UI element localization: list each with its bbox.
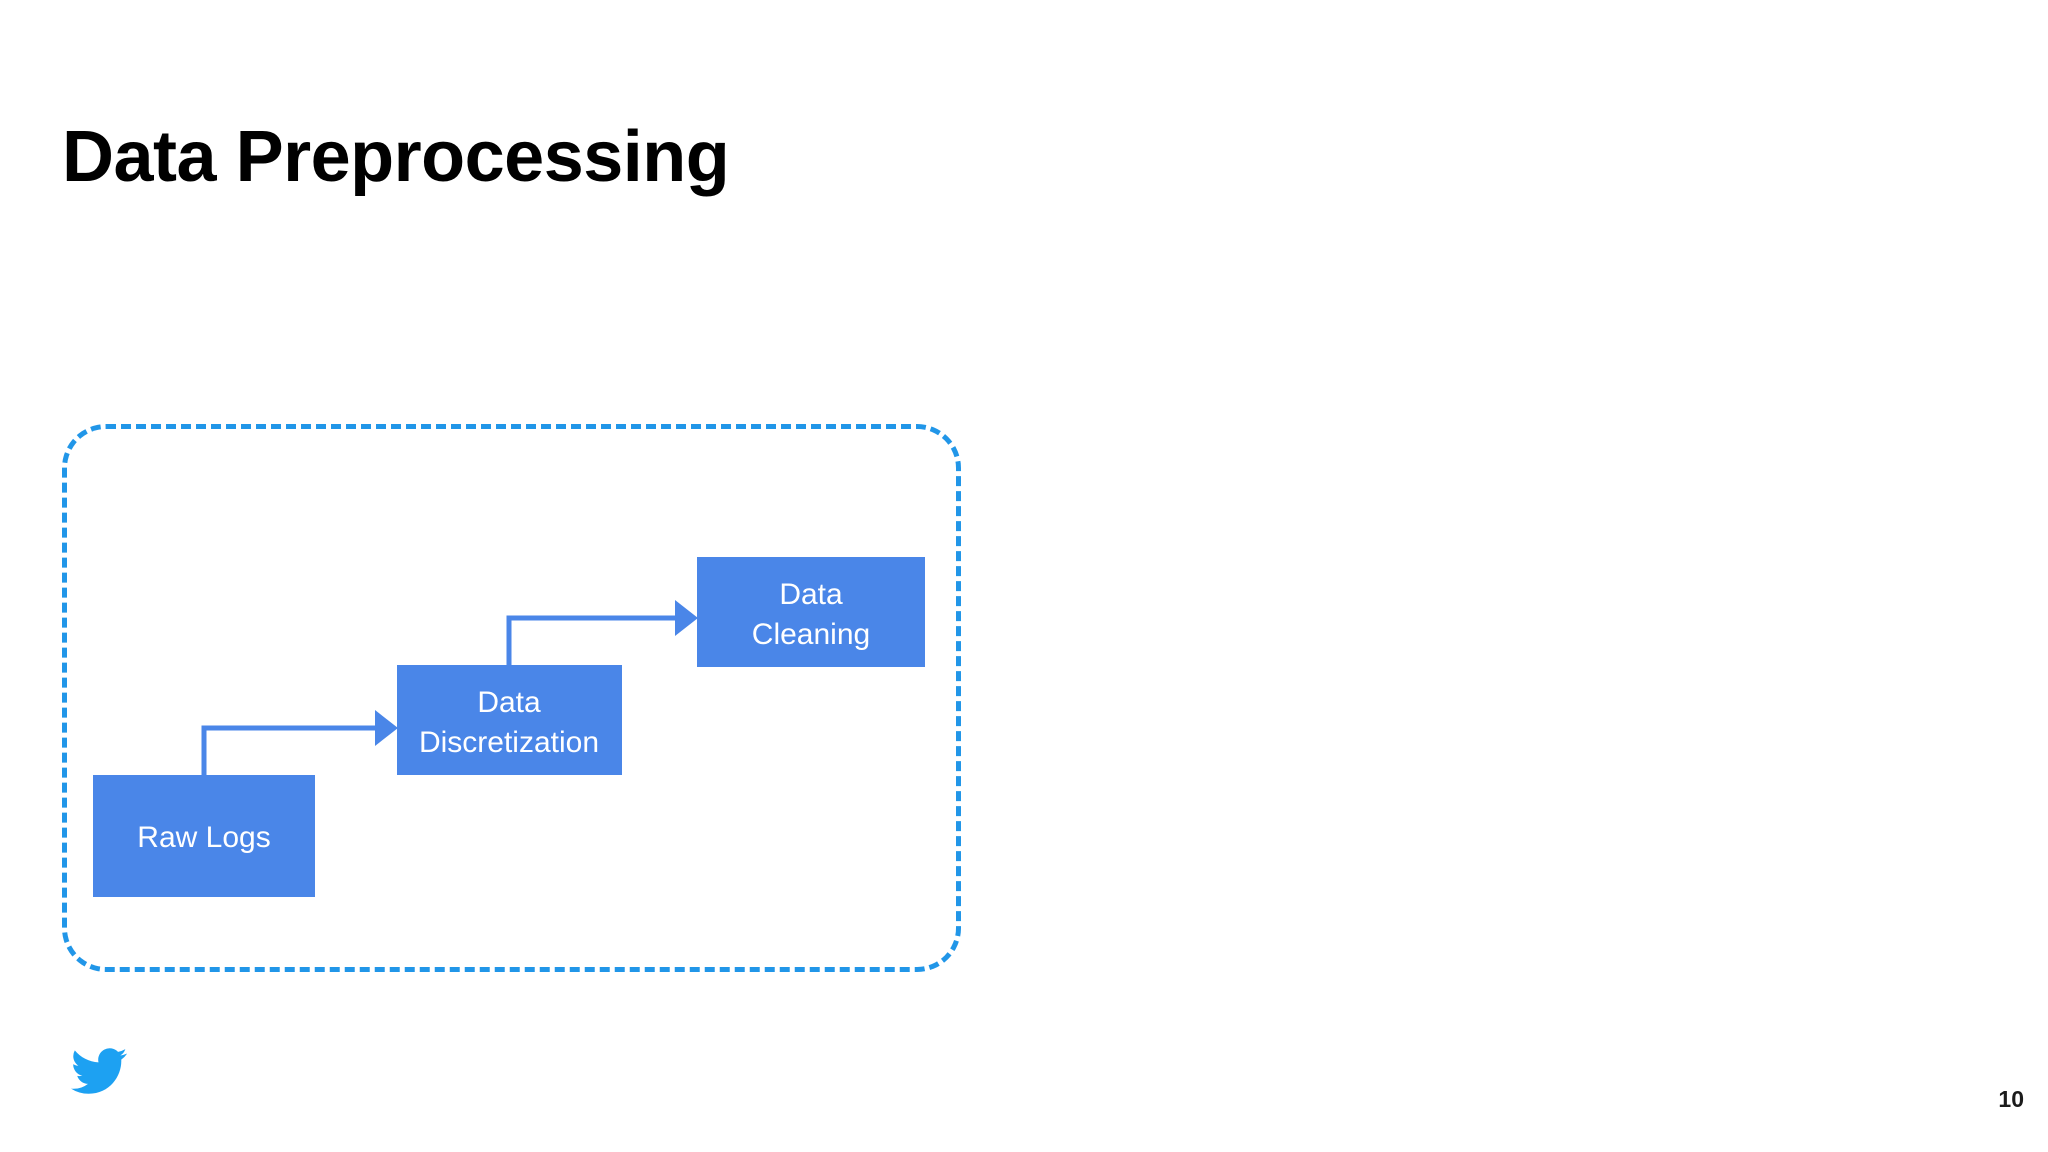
page-title: Data Preprocessing — [62, 117, 730, 197]
twitter-bird-logo-icon — [71, 1048, 127, 1094]
page-number: 10 — [1998, 1086, 2024, 1112]
pipeline-group-container — [62, 424, 961, 972]
